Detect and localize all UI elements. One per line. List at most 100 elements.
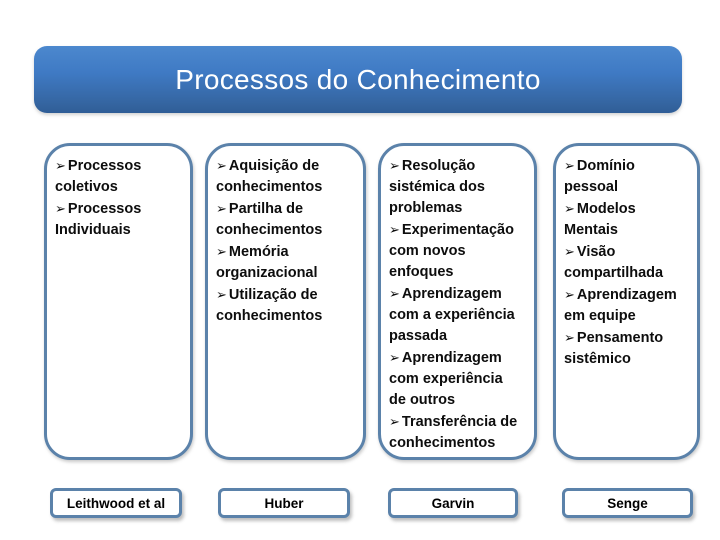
bullet-item-text: conhecimentos xyxy=(216,308,323,324)
bullet-item-text: Transferência de xyxy=(401,414,518,430)
bullet-item-text: organizacional xyxy=(216,265,318,281)
bullet-item-line: conhecimentos xyxy=(216,220,359,241)
bullet-item-line: Mentais xyxy=(564,220,693,241)
arrow-bullet-icon: ➢ xyxy=(55,158,66,173)
bullet-item-line: ➢Experimentação xyxy=(389,219,530,241)
arrow-bullet-icon: ➢ xyxy=(389,158,400,173)
bullet-item-text: com experiência xyxy=(389,371,503,387)
bullet-item-text: conhecimentos xyxy=(216,222,323,238)
arrow-bullet-icon: ➢ xyxy=(216,201,227,216)
bullet-item-text: Aprendizagem xyxy=(401,286,502,302)
bullet-item-line: conhecimentos xyxy=(389,433,530,454)
arrow-bullet-icon: ➢ xyxy=(216,287,227,302)
bullet-item-line: ➢Partilha de xyxy=(216,198,359,220)
arrow-bullet-icon: ➢ xyxy=(216,158,227,173)
bullet-item-text: de outros xyxy=(389,392,456,408)
bullet-item-line: sistémica dos xyxy=(389,177,530,198)
bullet-item-line: em equipe xyxy=(564,306,693,327)
arrow-bullet-icon: ➢ xyxy=(564,330,575,345)
bullet-item-text: Processos xyxy=(67,158,142,174)
bullet-item-line: ➢Aprendizagem xyxy=(389,283,530,305)
bullet-item-text: em equipe xyxy=(564,308,636,324)
bullet-item-text: com novos xyxy=(389,243,466,259)
arrow-bullet-icon: ➢ xyxy=(389,222,400,237)
bullet-item-text: Aprendizagem xyxy=(576,287,677,303)
bullet-item-text: Resolução xyxy=(401,158,476,174)
bullet-item-line: ➢Processos xyxy=(55,155,186,177)
bullet-item-text: sistémica dos xyxy=(389,179,485,195)
arrow-bullet-icon: ➢ xyxy=(564,244,575,259)
bullet-item: ➢Processos coletivos xyxy=(55,155,186,198)
bullet-item: ➢Resolução sistémica dos problemas xyxy=(389,155,530,219)
bullet-item-line: ➢Domínio xyxy=(564,155,693,177)
bullet-item: ➢Transferência de conhecimentos xyxy=(389,411,530,454)
bullet-item: ➢Aprendizagem em equipe xyxy=(564,284,693,327)
bullet-item-text: Experimentação xyxy=(401,222,514,238)
bullet-item-line: de outros xyxy=(389,390,530,411)
bullet-item-text: Pensamento xyxy=(576,330,664,346)
author-label: Huber xyxy=(218,488,350,518)
arrow-bullet-icon: ➢ xyxy=(389,286,400,301)
bullet-item-line: ➢Aquisição de xyxy=(216,155,359,177)
author-label: Leithwood et al xyxy=(50,488,182,518)
bullet-item-line: Individuais xyxy=(55,220,186,241)
bullet-item-line: sistêmico xyxy=(564,349,693,370)
bullet-item-line: com a experiência xyxy=(389,305,530,326)
bullet-item-line: ➢Pensamento xyxy=(564,327,693,349)
bullet-item-line: compartilhada xyxy=(564,263,693,284)
arrow-bullet-icon: ➢ xyxy=(216,244,227,259)
bullet-item-line: ➢Visão xyxy=(564,241,693,263)
arrow-bullet-icon: ➢ xyxy=(564,158,575,173)
bullet-item: ➢Aquisição de conhecimentos xyxy=(216,155,359,198)
author-label: Senge xyxy=(562,488,693,518)
bullet-item-text: Aquisição de xyxy=(228,158,320,174)
bullet-item-line: ➢Resolução xyxy=(389,155,530,177)
slide-title: Processos do Conhecimento xyxy=(175,63,541,95)
bullet-item: ➢Domínio pessoal xyxy=(564,155,693,198)
bullet-item-line: ➢Aprendizagem xyxy=(564,284,693,306)
bullet-item: ➢Aprendizagem com experiência de outros xyxy=(389,347,530,411)
bullet-item-text: Aprendizagem xyxy=(401,350,502,366)
bullet-item-text: conhecimentos xyxy=(216,179,323,195)
bullet-item-text: Visão xyxy=(576,244,616,260)
bullet-item-text: Processos xyxy=(67,201,142,217)
bullet-item-line: enfoques xyxy=(389,262,530,283)
arrow-bullet-icon: ➢ xyxy=(389,350,400,365)
bullet-item-text: com a experiência xyxy=(389,307,515,323)
bullet-item-text: Utilização de xyxy=(228,287,318,303)
bullet-item-line: pessoal xyxy=(564,177,693,198)
arrow-bullet-icon: ➢ xyxy=(55,201,66,216)
bullet-item-text: pessoal xyxy=(564,179,618,195)
author-label: Garvin xyxy=(388,488,518,518)
bullet-item-line: ➢Processos xyxy=(55,198,186,220)
bullet-item-text: Modelos xyxy=(576,201,636,217)
bullet-item-line: ➢Modelos xyxy=(564,198,693,220)
bullet-item: ➢Aprendizagem com a experiência passada xyxy=(389,283,530,347)
bullet-item-line: ➢Memória xyxy=(216,241,359,263)
bullet-item-line: coletivos xyxy=(55,177,186,198)
arrow-bullet-icon: ➢ xyxy=(389,414,400,429)
bullet-item-text: problemas xyxy=(389,200,463,216)
bullet-item: ➢Visão compartilhada xyxy=(564,241,693,284)
arrow-bullet-icon: ➢ xyxy=(564,287,575,302)
bullet-item-line: ➢Utilização de xyxy=(216,284,359,306)
title-banner: Processos do Conhecimento xyxy=(34,46,682,113)
bullet-item-text: coletivos xyxy=(55,179,118,195)
bullet-item-line: conhecimentos xyxy=(216,306,359,327)
bullet-item: ➢Utilização de conhecimentos xyxy=(216,284,359,327)
bullet-item: ➢Memória organizacional xyxy=(216,241,359,284)
bullet-item-text: passada xyxy=(389,328,448,344)
bullet-item-text: Partilha de xyxy=(228,201,304,217)
bullet-item-line: problemas xyxy=(389,198,530,219)
bullet-item-text: Memória xyxy=(228,244,289,260)
bullet-item-text: compartilhada xyxy=(564,265,664,281)
bullet-item-line: ➢Aprendizagem xyxy=(389,347,530,369)
bullet-item: ➢Partilha de conhecimentos xyxy=(216,198,359,241)
